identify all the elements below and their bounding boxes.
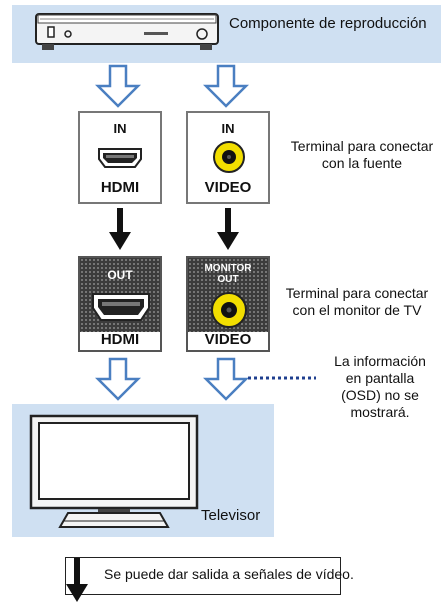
- hdmi-port-icon: [92, 293, 150, 321]
- hdmi-out-terminal: OUT HDMI: [78, 256, 162, 352]
- monitor-out-terminal: MONITOR OUT VIDEO: [186, 256, 270, 352]
- monitor-out-top-line2: OUT: [217, 274, 239, 285]
- terminal-source-line2: con la fuente: [321, 155, 403, 171]
- legend-text: Se puede dar salida a señales de vídeo.: [104, 566, 354, 582]
- monitor-out-bottom-label: VIDEO: [204, 331, 252, 348]
- hdmi-port-icon: [98, 148, 142, 168]
- hdmi-in-top-label: IN: [113, 121, 127, 136]
- playback-device-icon: [35, 13, 219, 50]
- signal-arrow-video-in: [203, 64, 249, 108]
- osd-note-line4: mostrará.: [350, 404, 410, 420]
- monitor-out-top-label: MONITOR OUT: [188, 263, 268, 285]
- signal-arrow-hdmi-out: [95, 357, 141, 401]
- video-in-top-label: IN: [221, 121, 235, 136]
- legend-black-arrow: [66, 558, 88, 602]
- osd-note-line2: en pantalla: [345, 370, 415, 386]
- terminal-source-label: Terminal para conectar con la fuente: [282, 138, 442, 172]
- osd-note-line1: La información: [334, 353, 426, 369]
- black-arrow-video: [217, 208, 239, 250]
- terminal-monitor-label: Terminal para conectar con el monitor de…: [272, 285, 442, 319]
- legend-box: [65, 557, 341, 595]
- tv-label: Televisor: [201, 507, 261, 524]
- osd-note-line3: (OSD) no se: [341, 387, 419, 403]
- signal-arrow-video-out: [203, 357, 249, 401]
- hdmi-out-top-label: OUT: [107, 268, 133, 282]
- television-icon: [29, 414, 199, 528]
- rca-jack-icon: [211, 292, 247, 328]
- signal-arrow-hdmi-in: [95, 64, 141, 108]
- video-in-terminal: IN VIDEO: [186, 111, 270, 204]
- video-in-bottom-label: VIDEO: [204, 179, 252, 196]
- hdmi-in-terminal: IN HDMI: [78, 111, 162, 204]
- osd-dotted-leader: [248, 376, 316, 380]
- osd-note: La información en pantalla (OSD) no se m…: [319, 353, 441, 421]
- rca-jack-icon: [213, 141, 245, 173]
- hdmi-out-bottom-label: HDMI: [100, 331, 140, 348]
- terminal-monitor-line1: Terminal para conectar: [285, 285, 429, 301]
- black-arrow-hdmi: [109, 208, 131, 250]
- monitor-out-top-line1: MONITOR: [204, 263, 252, 274]
- source-label: Componente de reproducción: [229, 15, 427, 32]
- monitor-out-label-strip: [188, 332, 268, 350]
- hdmi-out-label-strip: [80, 332, 160, 350]
- terminal-monitor-line2: con el monitor de TV: [292, 302, 422, 318]
- terminal-source-line1: Terminal para conectar: [290, 138, 434, 154]
- hdmi-in-bottom-label: HDMI: [100, 179, 140, 196]
